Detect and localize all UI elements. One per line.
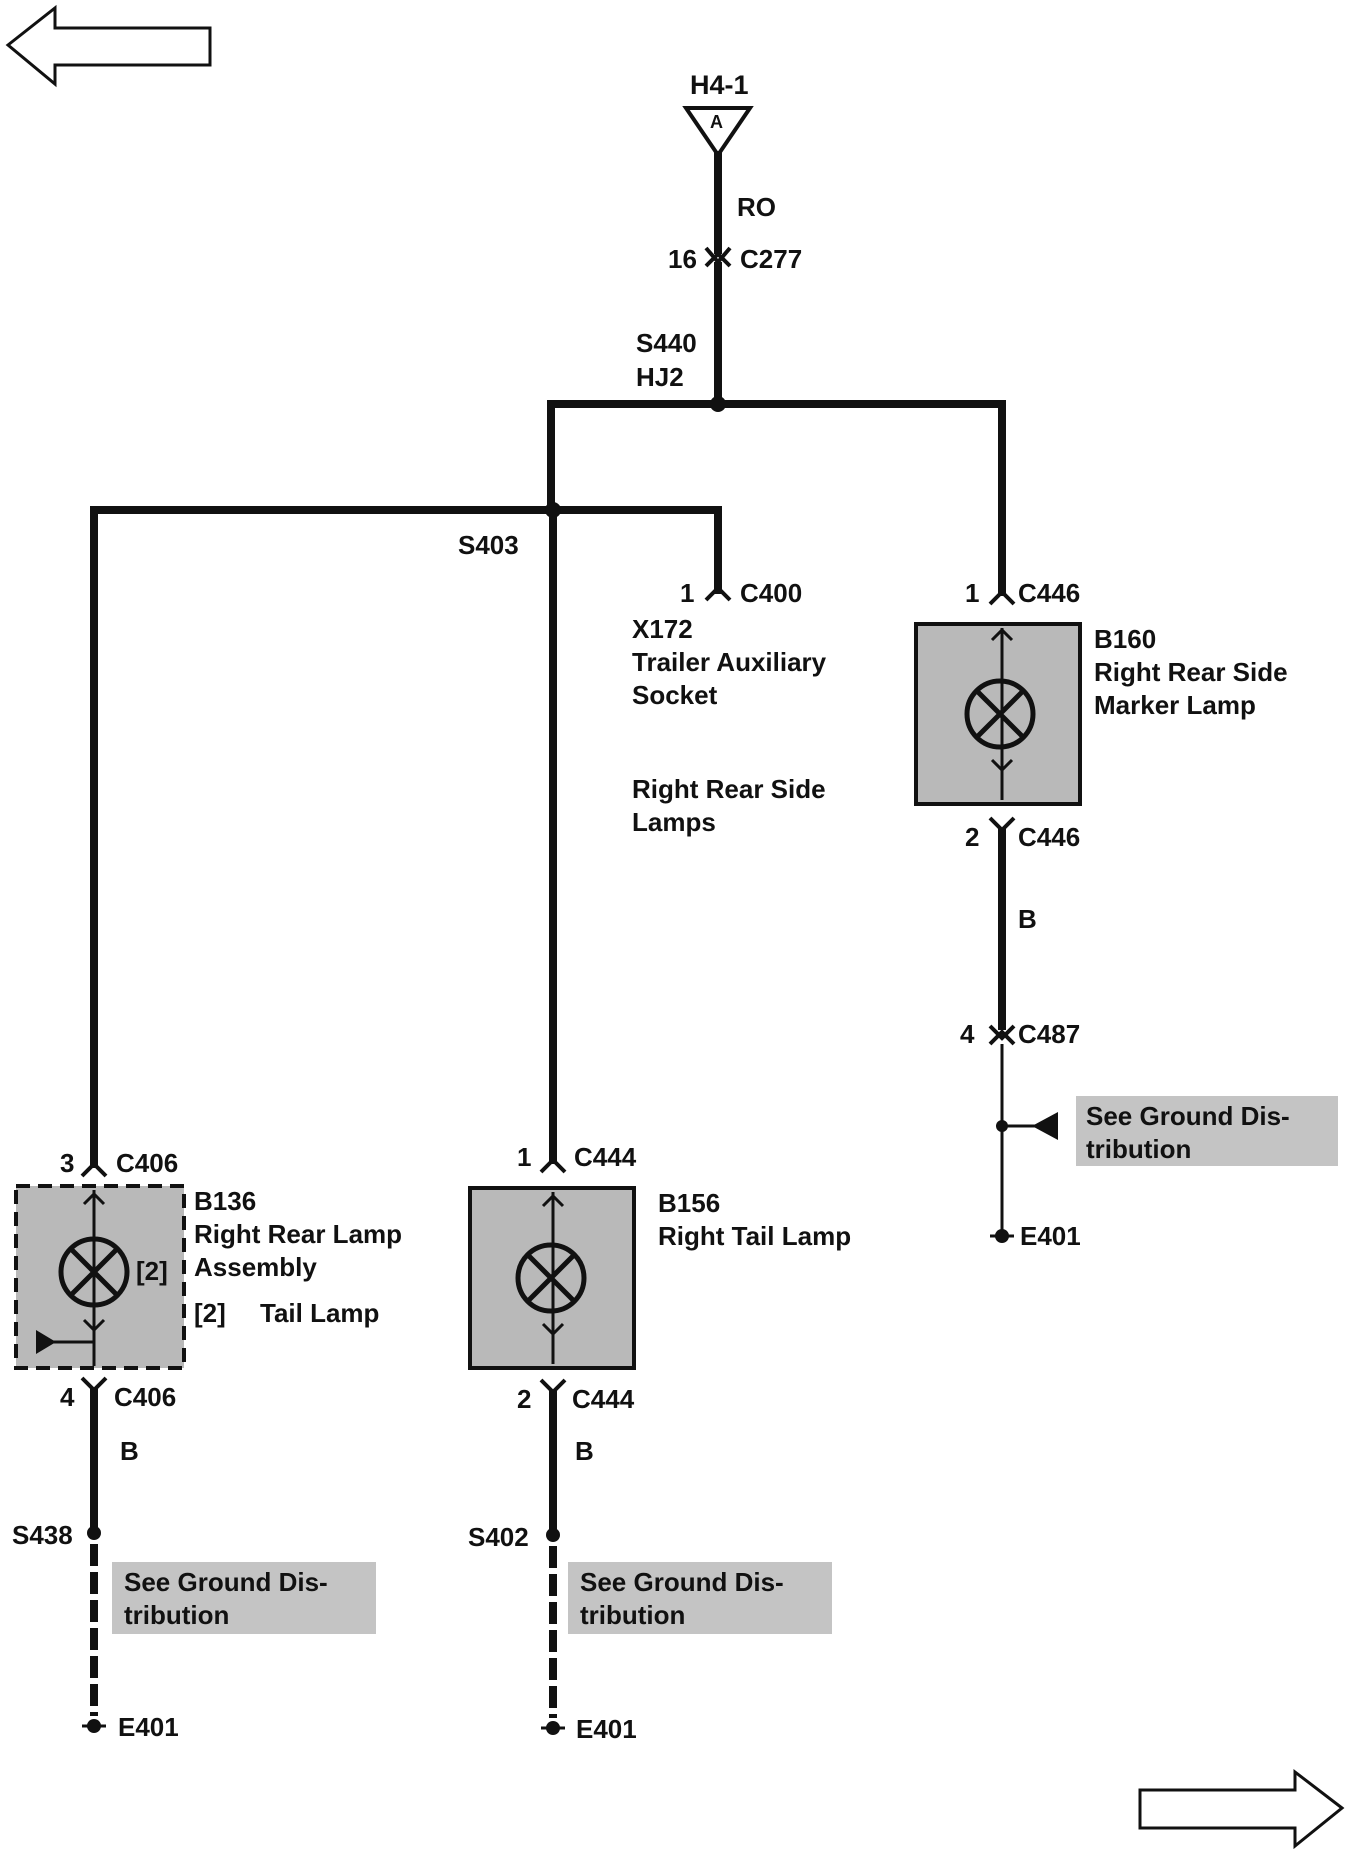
- ground-note-right-line2: tribution: [1086, 1134, 1191, 1164]
- right-arrow-icon[interactable]: [1138, 1768, 1345, 1850]
- ground-reference-arrow-icon: [1032, 1112, 1058, 1140]
- c400-connector-icon: [704, 585, 732, 602]
- source-wire-color-label: RO: [737, 192, 776, 222]
- previous-page-arrow[interactable]: [5, 4, 212, 88]
- b136-internal-arrow-bottom: [82, 1318, 106, 1333]
- ground-note-left-box[interactable]: [112, 1562, 376, 1634]
- b160-lamp-icon: [964, 678, 1036, 750]
- b156-desc-line1: Right Tail Lamp: [658, 1221, 851, 1251]
- ground-note-right-line1: See Ground Dis-: [1086, 1101, 1290, 1131]
- ground-note-right[interactable]: See Ground Dis- tribution: [1076, 1096, 1338, 1166]
- e401-left-label: E401: [118, 1712, 179, 1742]
- c444-top-pin-label: 1: [517, 1142, 531, 1172]
- ground-note-middle-line2: tribution: [580, 1600, 685, 1630]
- b160-internal-arrow-top: [990, 627, 1014, 642]
- x172-id-label: X172: [632, 614, 693, 644]
- ground-e401-left-icon: [82, 1719, 106, 1733]
- b136-desc-line1: Right Rear Lamp: [194, 1219, 402, 1249]
- c406-bottom-name-label: C406: [114, 1382, 176, 1412]
- circuit-title-line2: Lamps: [632, 807, 716, 837]
- b160-desc-line1: Right Rear Side: [1094, 657, 1288, 687]
- c406-top-name-label: C406: [116, 1148, 178, 1178]
- circuit-title-line1: Right Rear Side: [632, 774, 826, 804]
- ground-note-left-line2: tribution: [124, 1600, 229, 1630]
- b160-internal-arrow-bottom: [990, 758, 1014, 773]
- c487-connector-icon: [988, 1024, 1016, 1046]
- s440-sub-label: HJ2: [636, 362, 684, 392]
- source-pin-label: A: [710, 112, 723, 132]
- c444-top-connector-icon: [539, 1157, 567, 1174]
- c444-top-name-label: C444: [574, 1142, 637, 1172]
- c277-pin-label: 16: [668, 244, 697, 274]
- left-arrow-icon[interactable]: [5, 4, 212, 88]
- c277-name-label: C277: [740, 244, 802, 274]
- ground-note-left-line1: See Ground Dis-: [124, 1567, 328, 1597]
- ground-note-left[interactable]: See Ground Dis- tribution: [112, 1562, 376, 1634]
- source-terminal-icon: [682, 106, 754, 159]
- b136-ground-wire-color: B: [120, 1436, 139, 1466]
- c446-bottom-pin-label: 2: [965, 822, 979, 852]
- b136-desc-line2: Assembly: [194, 1252, 317, 1282]
- c446-bottom-name-label: C446: [1018, 822, 1080, 852]
- c406-top-connector-icon: [80, 1161, 108, 1178]
- c444-bottom-name-label: C444: [572, 1384, 635, 1414]
- c444-bottom-pin-label: 2: [517, 1384, 531, 1414]
- c406-top-pin-label: 3: [60, 1148, 74, 1178]
- ground-e401-middle-icon: [541, 1721, 565, 1735]
- b156-lamp-icon: [515, 1242, 587, 1314]
- b136-legend-text: Tail Lamp: [260, 1298, 379, 1328]
- b160-desc-line2: Marker Lamp: [1094, 690, 1256, 720]
- b136-ground-arrow-icon: [36, 1330, 56, 1354]
- s440-label: S440: [636, 328, 697, 358]
- c487-name-label: C487: [1018, 1019, 1080, 1049]
- b136-ref-label: [2]: [136, 1256, 168, 1286]
- x172-desc-line1: Trailer Auxiliary: [632, 647, 827, 677]
- b160-ground-wire-color: B: [1018, 904, 1037, 934]
- b156-ground-wire-color: B: [575, 1436, 594, 1466]
- x172-desc-line2: Socket: [632, 680, 718, 710]
- c487-pin-label: 4: [960, 1019, 975, 1049]
- c400-name-label: C400: [740, 578, 802, 608]
- b136-internal-arrow-top: [82, 1191, 106, 1206]
- e401-right-label: E401: [1020, 1221, 1081, 1251]
- ground-note-middle-line1: See Ground Dis-: [580, 1567, 784, 1597]
- next-page-arrow[interactable]: [1138, 1768, 1345, 1850]
- ground-note-middle[interactable]: See Ground Dis- tribution: [568, 1562, 832, 1634]
- b136-legend-ref: [2]: [194, 1298, 226, 1328]
- s438-splice-dot: [87, 1526, 101, 1540]
- s402-label: S402: [468, 1522, 529, 1552]
- c400-pin-label: 1: [680, 578, 694, 608]
- b136-lamp-icon: [58, 1236, 130, 1308]
- b156-internal-arrow-top: [541, 1193, 565, 1208]
- source-connector-label: H4-1: [690, 70, 749, 100]
- ground-e401-right-icon: [990, 1229, 1014, 1243]
- c406-bottom-pin-label: 4: [60, 1382, 75, 1412]
- c446-top-connector-icon: [988, 589, 1016, 606]
- s403-label: S403: [458, 530, 519, 560]
- c446-top-name-label: C446: [1018, 578, 1080, 608]
- b156-internal-arrow-bottom: [541, 1322, 565, 1337]
- b160-id-label: B160: [1094, 624, 1156, 654]
- b156-id-label: B156: [658, 1188, 720, 1218]
- s438-label: S438: [12, 1520, 73, 1550]
- c446-top-pin-label: 1: [965, 578, 979, 608]
- s402-splice-dot: [546, 1528, 560, 1542]
- ground-note-right-box[interactable]: [1076, 1096, 1338, 1166]
- b136-id-label: B136: [194, 1186, 256, 1216]
- ground-note-middle-box[interactable]: [568, 1562, 832, 1634]
- e401-middle-label: E401: [576, 1714, 637, 1744]
